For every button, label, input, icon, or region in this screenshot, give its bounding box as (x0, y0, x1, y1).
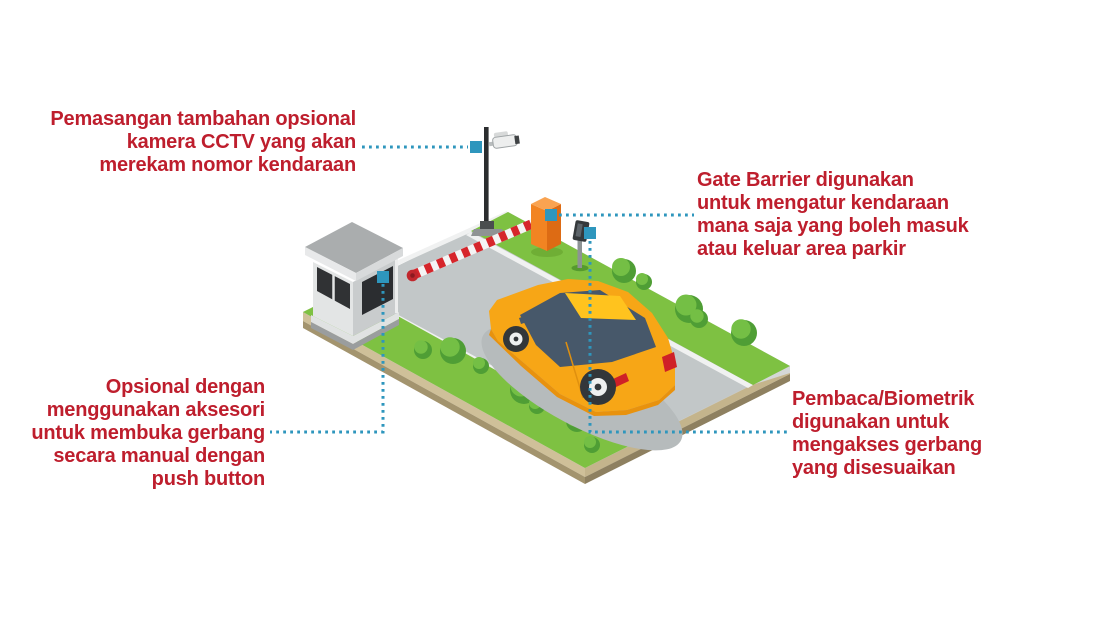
leader-lines (270, 145, 788, 434)
car-mirror (519, 315, 530, 324)
annotation-line: merekam nomor kendaraan (99, 154, 356, 176)
leader-reader (588, 241, 788, 434)
bush (690, 309, 708, 328)
annotation-line: kamera CCTV yang akan (126, 131, 356, 153)
cctv-annotation: Pemasangan tambahan opsional kamera CCTV… (28, 108, 356, 177)
gate-barrier-annotation: Gate Barrier digunakan untuk mengatur ke… (697, 169, 969, 261)
leader-markers (377, 141, 596, 283)
bush (584, 436, 600, 453)
marker-reader (584, 227, 596, 239)
annotation-line: untuk mengatur kendaraan (697, 192, 949, 214)
camera-head (488, 131, 520, 149)
guard-booth (305, 222, 403, 350)
road-edge-line-nw (383, 211, 507, 272)
annotation-line: yang disesuaikan (792, 457, 956, 479)
annotation-line: push button (151, 468, 266, 490)
annotation-line: atau keluar area parkir (697, 238, 906, 260)
car-roof (565, 293, 636, 320)
bush (440, 337, 466, 364)
bush (612, 258, 636, 283)
marker-gate (545, 209, 557, 221)
annotation-line: Pemasangan tambahan opsional (50, 108, 356, 130)
camera-pole (484, 127, 489, 227)
annotation-line: Opsional dengan (105, 376, 265, 398)
booth-roof (305, 222, 403, 273)
manual-button-annotation: Opsional dengan menggunakan aksesori unt… (0, 376, 265, 491)
reader-annotation: Pembaca/Biometrik digunakan untuk mengak… (792, 388, 982, 480)
barrier-arm (406, 218, 536, 282)
platform-side-sw (303, 312, 585, 477)
grass-strip-lower (303, 289, 631, 468)
marker-booth (377, 271, 389, 283)
bush (473, 357, 489, 374)
car-wheel-front (503, 326, 529, 352)
annotation-line: mana saja yang boleh masuk (697, 215, 969, 237)
annotation-line: untuk membuka gerbang (31, 422, 265, 444)
car-wheel-rear (580, 369, 616, 405)
annotation-line: menggunakan aksesori (46, 399, 266, 421)
marker-cctv (470, 141, 482, 153)
annotation-line: digunakan untuk (792, 411, 950, 433)
annotation-line: secara manual dengan (53, 445, 265, 467)
annotation-line: Pembaca/Biometrik (792, 388, 975, 410)
leader-manual (270, 284, 385, 434)
platform-side-se (585, 366, 790, 477)
car-taillight-right (662, 352, 677, 372)
car (481, 279, 683, 451)
bush (414, 340, 432, 359)
annotation-line: mengakses gerbang (792, 434, 983, 456)
bush (731, 319, 757, 346)
bush (636, 273, 652, 290)
annotation-line: Gate Barrier digunakan (697, 169, 914, 191)
car-taillight-left (613, 373, 629, 387)
